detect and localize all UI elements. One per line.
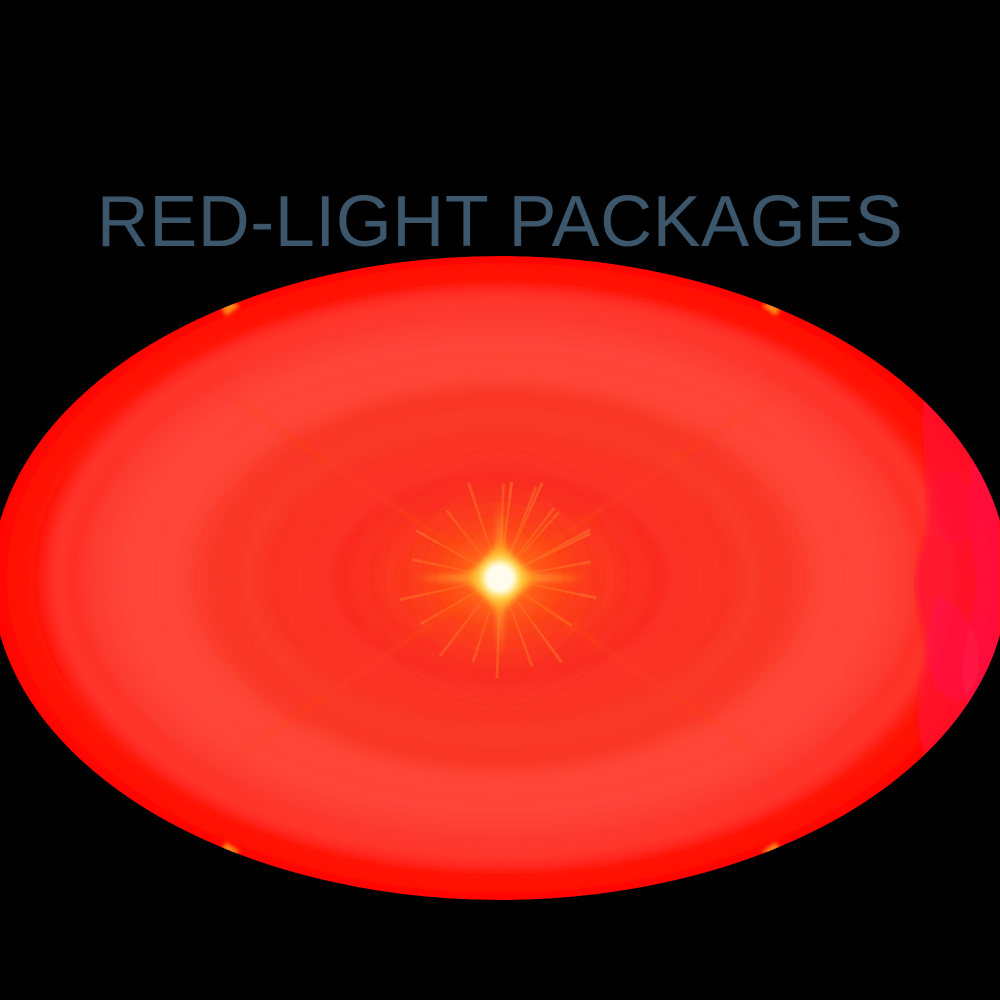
glow-body [0,256,1000,900]
core-hotspot [485,563,515,593]
page-title: RED-LIGHT PACKAGES [96,182,904,262]
right-edge-patches [915,360,1000,806]
